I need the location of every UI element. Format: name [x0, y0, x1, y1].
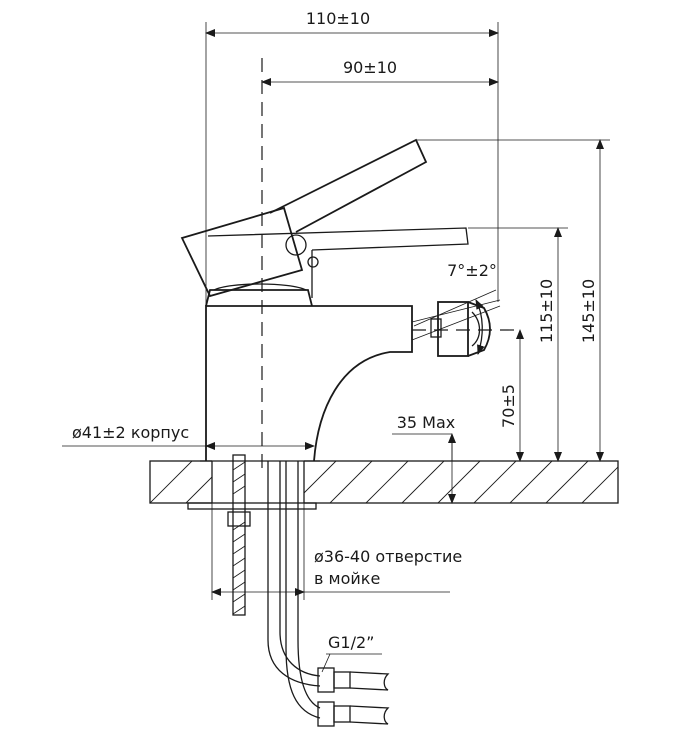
dim-lever-height: 145±10: [579, 279, 598, 343]
dim-deck-thickness: 35 Max: [397, 413, 456, 432]
dim-nozzle-angle: 7°±2°: [447, 261, 497, 280]
lever-handle: [180, 138, 469, 298]
dim-spout-reach: 90±10: [343, 58, 397, 77]
dim-body-diameter: ø41±2 корпус: [72, 423, 189, 442]
bidet-nozzle: [411, 289, 501, 357]
dim-overall-width: 110±10: [306, 9, 370, 28]
countertop: [149, 459, 619, 505]
mounting-hardware: [187, 454, 390, 727]
dim-nozzle-height: 70±5: [499, 384, 518, 428]
dim-thread: G1/2”: [328, 633, 374, 652]
dim-body-height: 115±10: [537, 279, 556, 343]
dimension-lines: [62, 22, 610, 673]
faucet-body: [200, 283, 413, 462]
dim-hole-diameter-line2: в мойке: [314, 569, 380, 588]
dim-hole-diameter-line1: ø36-40 отверстие: [314, 547, 462, 566]
